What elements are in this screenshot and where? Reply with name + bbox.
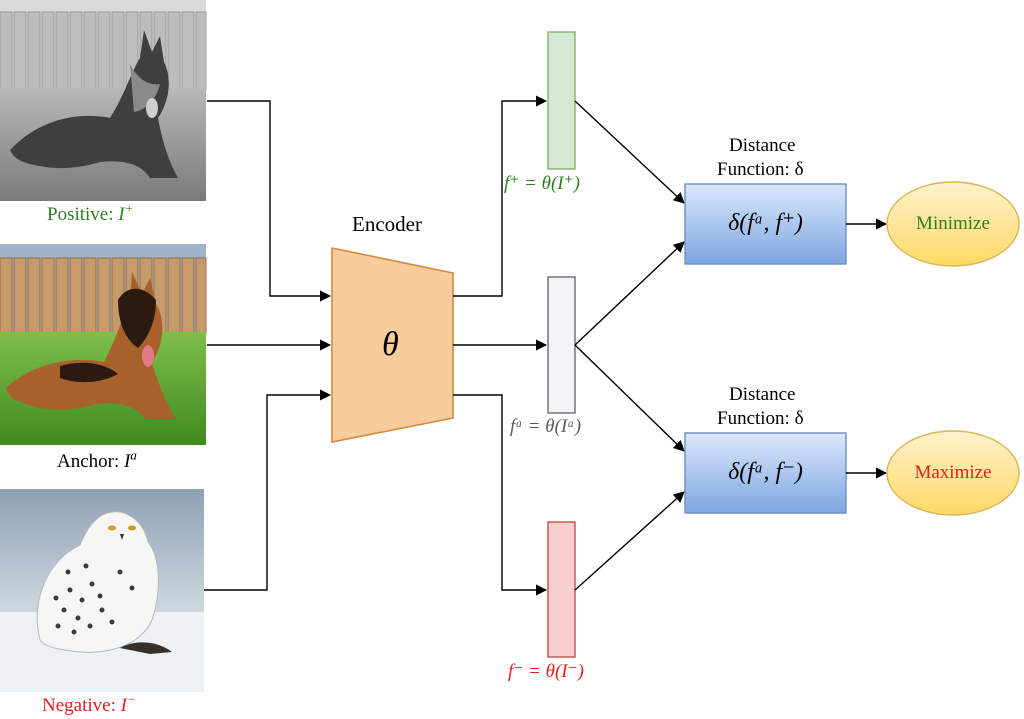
connector-negative-to-encoder xyxy=(204,389,332,591)
positive-feature-vector xyxy=(547,31,576,170)
connector-encoder-to-negative-feature xyxy=(453,394,548,596)
distance-top-title-line2: Function: δ xyxy=(717,159,804,180)
maximize-label: Maximize xyxy=(914,462,992,483)
anchor-caption-symbol: I xyxy=(124,451,131,472)
negative-feature-label: f⁻ = θ(I⁻) xyxy=(508,661,584,682)
negative-caption-prefix: Negative: xyxy=(42,695,121,716)
negative-image-caption: Negative: I− xyxy=(42,691,136,717)
distance-top-formula: δ(fᵃ, f⁺) xyxy=(728,210,803,236)
positive-caption-symbol: I xyxy=(118,204,125,225)
anchor-feature-label: fᵃ = θ(Iᵃ) xyxy=(510,416,582,437)
maximize-ellipse xyxy=(886,430,1020,516)
negative-feature-vector xyxy=(547,521,576,658)
anchor-image xyxy=(0,244,207,445)
negative-image xyxy=(0,489,204,692)
connector-encoder-to-positive-feature xyxy=(453,95,548,297)
connector-anchor-feature-to-distance-top xyxy=(574,241,685,346)
connector-positive-to-encoder xyxy=(207,100,332,302)
distance-bottom-formula: δ(fᵃ, f⁻) xyxy=(728,459,803,485)
anchor-caption-prefix: Anchor: xyxy=(57,451,125,472)
positive-caption-sup: + xyxy=(124,200,134,216)
distance-function-bottom-box xyxy=(684,432,847,514)
encoder-block xyxy=(331,247,454,443)
distance-bottom-title-line2: Function: δ xyxy=(717,408,804,429)
anchor-caption-sup: a xyxy=(130,447,137,463)
minimize-ellipse xyxy=(886,181,1020,267)
positive-image xyxy=(0,0,207,201)
connector-negative-feature-to-distance-bottom xyxy=(574,491,685,591)
minimize-label: Minimize xyxy=(916,213,990,234)
connector-anchor-feature-to-distance-bottom xyxy=(574,344,685,452)
distance-function-top-box xyxy=(684,183,847,265)
connector-positive-feature-to-distance-top xyxy=(574,100,685,204)
negative-caption-symbol: I xyxy=(120,695,127,716)
positive-feature-label: f⁺ = θ(I⁺) xyxy=(504,173,580,194)
negative-caption-sup: − xyxy=(126,691,136,707)
positive-image-caption: Positive: I+ xyxy=(47,200,134,226)
anchor-image-caption: Anchor: Ia xyxy=(57,447,137,473)
positive-caption-prefix: Positive: xyxy=(47,204,119,225)
distance-bottom-title-line1: Distance xyxy=(729,384,796,405)
distance-top-title-line1: Distance xyxy=(729,135,796,156)
encoder-label: Encoder xyxy=(352,212,422,236)
encoder-theta-symbol: θ xyxy=(382,326,399,363)
anchor-feature-vector xyxy=(547,276,576,414)
